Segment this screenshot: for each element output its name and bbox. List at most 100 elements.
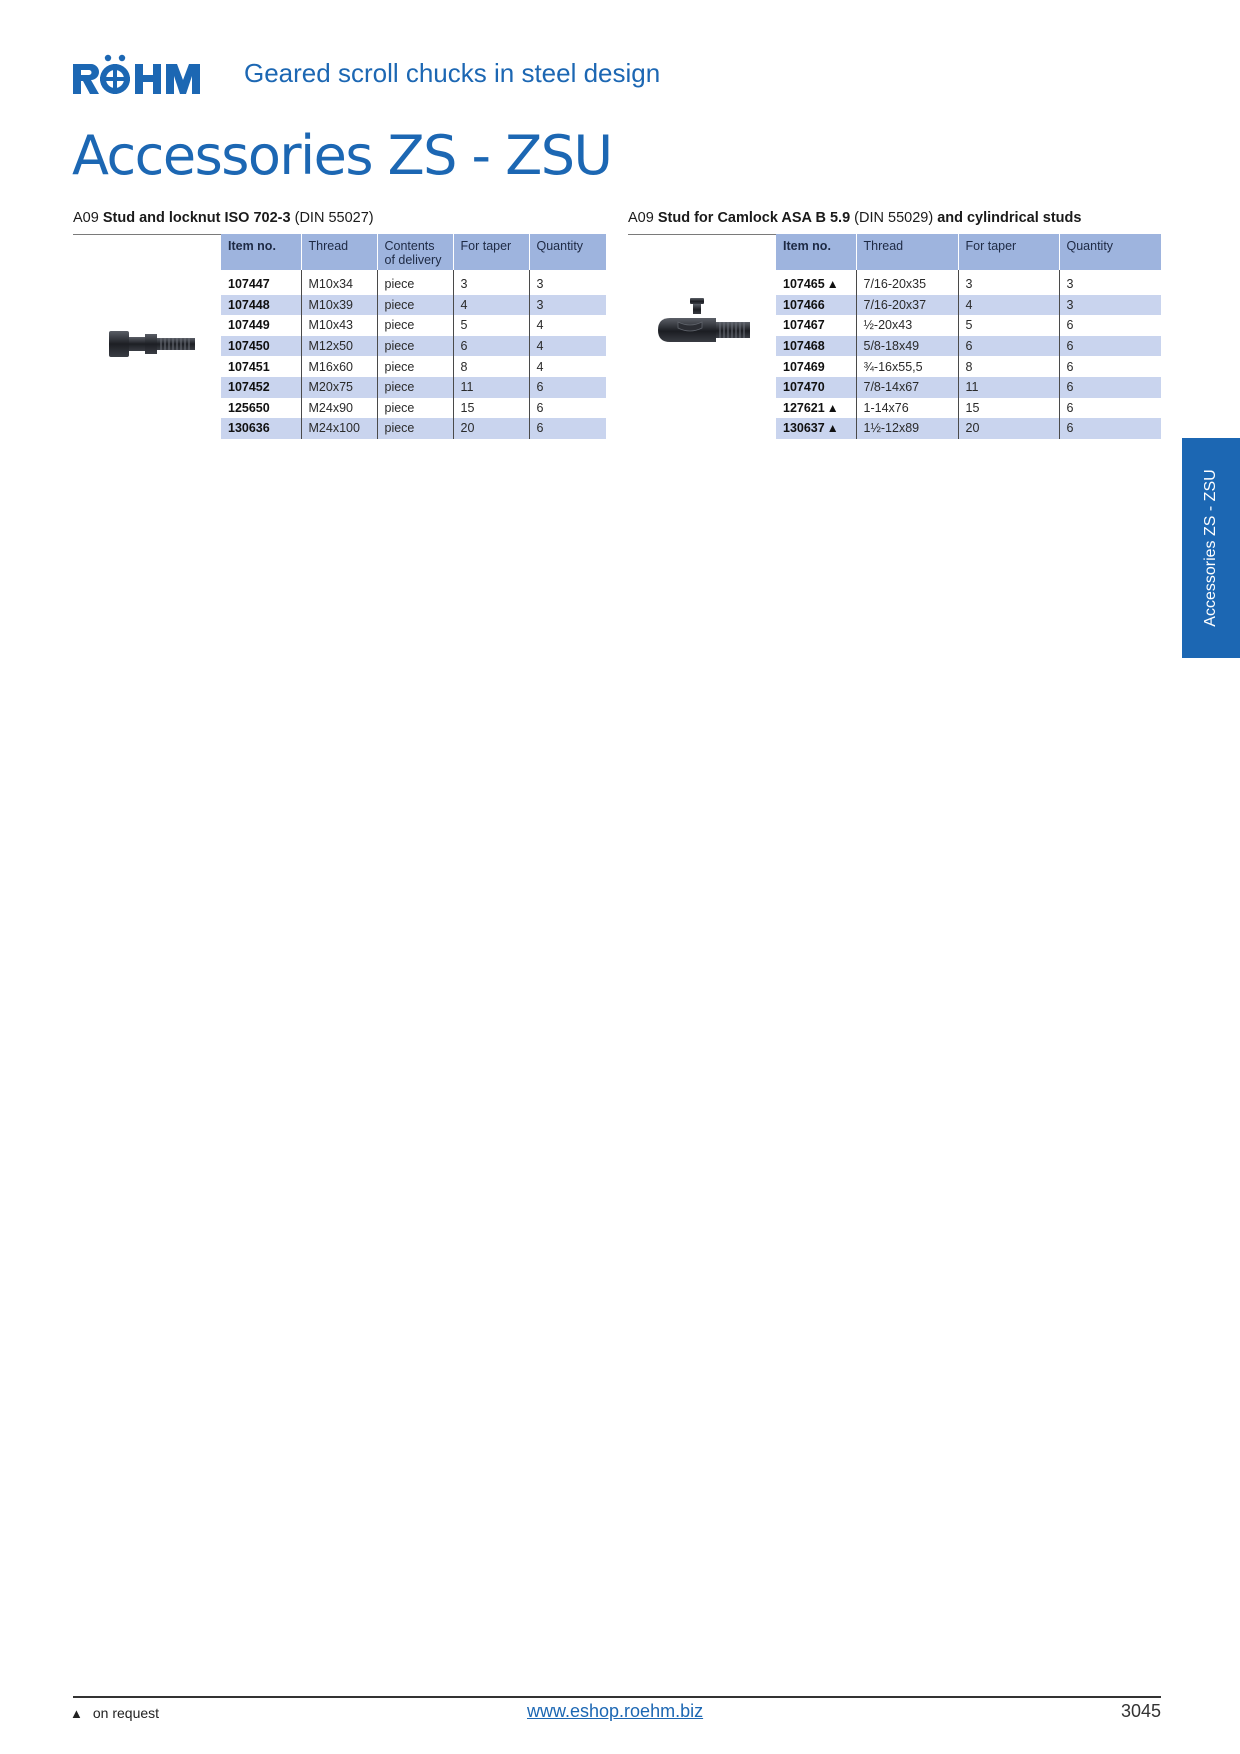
cell-item-no: 107449 [221,315,302,336]
item-number: 107469 [783,359,825,374]
page-title: Accessories ZS - ZSU [72,124,613,187]
cell-taper: 11 [958,376,1060,398]
heading-title: Stud for Camlock ASA B 5.9 [657,210,851,226]
eshop-link[interactable]: www.eshop.roehm.biz [527,1701,704,1721]
footer-divider [73,1696,1161,1698]
item-number: 107468 [783,339,825,354]
cell-qty: 6 [1066,359,1074,374]
table-header-row: Item no. Thread Contents of delivery For… [221,234,606,270]
cell-qty: 6 [536,400,544,415]
item-number: 130636 [228,421,270,436]
footer-legend-text: on request [92,1705,160,1721]
cell-contents: piece [377,418,454,439]
item-number: 107447 [228,277,270,292]
column-header-item-no: Item no. [221,234,302,270]
column-header-contents: Contents of delivery [377,234,454,270]
item-number: 107450 [228,339,270,354]
cell-item-no: 127621▲ [776,397,857,419]
on-request-triangle-icon: ▲ [826,277,839,292]
heading-title: Stud and locknut ISO 702-3 [102,210,291,226]
cell-item-no: 130637▲ [776,418,857,439]
cell-contents: piece [377,294,454,316]
cell-contents: piece [377,274,454,295]
cell-item-no: 107448 [221,294,302,316]
section-heading: A09 Stud for Camlock ASA B 5.9 (DIN 5502… [628,208,1161,228]
item-number: 125650 [228,400,270,415]
cell-item-no: 107468 [776,335,857,357]
roehm-logo [73,54,200,94]
camlock-stud-image [658,298,750,342]
cell-taper: 20 [453,418,530,439]
item-number: 107448 [228,297,270,312]
cell-thread: 1-14x76 [856,397,959,419]
cell-thread: M24x90 [301,397,378,419]
cell-item-no: 107452 [221,376,302,398]
side-tab[interactable]: Accessories ZS - ZSU [1182,438,1240,658]
cell-contents: piece [377,335,454,357]
cell-taper: 15 [958,397,1060,419]
cell-contents: piece [377,397,454,419]
on-request-triangle-icon: ▲ [70,1706,83,1721]
cell-thread: 5/8-18x49 [856,335,959,357]
on-request-triangle-icon: ▲ [826,400,839,415]
column-header-quantity: Quantity [529,234,606,270]
item-number: 107451 [228,359,270,374]
cell-item-no: 107465▲ [776,274,857,295]
cell-thread: ¾-16x55,5 [856,356,959,377]
cell-thread: 7/16-20x35 [856,274,959,295]
column-header-thread: Thread [301,234,378,270]
cell-item-no: 130636 [221,418,302,439]
footer-legend: ▲ on request [70,1705,159,1721]
cell-qty: 3 [529,294,606,316]
cell-thread: 1½-12x89 [856,418,959,439]
cell-taper: 6 [453,335,530,357]
cell-qty: 6 [1066,400,1074,415]
heading-code: A09 [628,210,654,226]
table-header-row: Item no. Thread For taper Quantity [776,234,1161,270]
cell-taper: 3 [453,274,530,295]
cell-taper: 6 [958,335,1060,357]
heading-norm: (DIN 55029) [854,210,934,226]
cell-thread: M16x60 [301,356,378,377]
cell-qty: 6 [1059,418,1161,439]
cell-item-no: 107467 [776,315,857,336]
cell-taper: 3 [958,274,1060,295]
cell-thread: M12x50 [301,335,378,357]
cell-qty: 4 [536,318,544,333]
item-number: 107466 [783,297,825,312]
item-number: 107452 [228,380,270,395]
cell-item-no: 107469 [776,356,857,377]
cell-qty: 6 [1059,335,1161,357]
cell-thread: M20x75 [301,376,378,398]
column-header-taper: For taper [453,234,530,270]
column-header-thread: Thread [856,234,959,270]
cell-thread: M10x39 [301,294,378,316]
cell-qty: 3 [1059,294,1161,316]
item-number: 127621 [783,400,825,415]
cell-qty: 4 [536,359,544,374]
item-number: 107467 [783,318,825,333]
cell-qty: 6 [529,376,606,398]
column-header-quantity: Quantity [1059,234,1161,270]
cell-thread: 7/16-20x37 [856,294,959,316]
cell-thread: M10x34 [301,274,378,295]
cell-item-no: 107447 [221,274,302,295]
cell-item-no: 107451 [221,356,302,377]
side-tab-label: Accessories ZS - ZSU [1202,469,1219,627]
cell-item-no: 107466 [776,294,857,316]
item-number: 107449 [228,318,270,333]
cell-taper: 4 [958,294,1060,316]
column-header-item-no: Item no. [776,234,857,270]
item-number: 107470 [783,380,825,395]
cell-item-no: 107450 [221,335,302,357]
